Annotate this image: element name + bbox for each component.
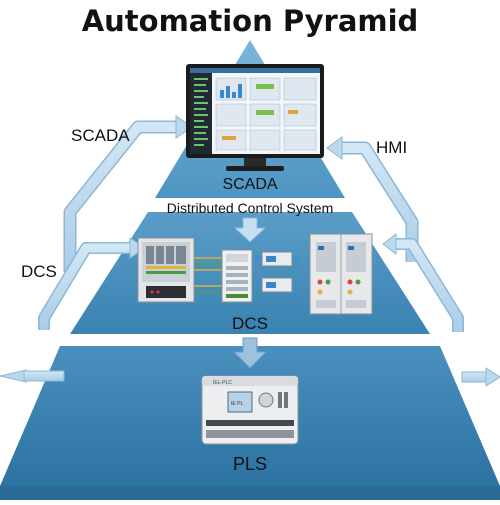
down-arrow-top: [233, 217, 267, 243]
io-modules: [252, 251, 300, 293]
tier-label-dcs: DCS: [232, 314, 268, 333]
dcs-io-rack: [221, 249, 253, 303]
down-arrow-mid: [232, 337, 268, 369]
plc-model-label: IEL-PLC: [213, 380, 232, 386]
plc-device: [201, 375, 299, 445]
side-label-hmi: HMI: [376, 138, 408, 157]
cable-bundle: [194, 257, 222, 293]
right-arrow-bottom: [461, 367, 500, 387]
tier-heading-dcs: Distributed Control System: [166, 200, 334, 216]
dcs-cabinet-left: [137, 237, 195, 303]
tier-label-scada: SCADA: [222, 176, 278, 193]
page-title: Automation Pyramid: [81, 4, 419, 38]
left-arrow-bottom: [0, 369, 65, 383]
right-arrow-mid: [382, 232, 464, 332]
side-label-dcs: DCS: [21, 262, 57, 281]
side-label-scada: SCADA: [71, 126, 130, 145]
tier-label-pls: PLS: [232, 454, 268, 474]
left-arrow-top: [63, 115, 193, 272]
pyramid-base: [0, 486, 500, 500]
plc-screen-text: IE PL: [231, 401, 243, 407]
scada-monitor: [186, 64, 324, 171]
control-cabinet-right: [309, 233, 373, 315]
